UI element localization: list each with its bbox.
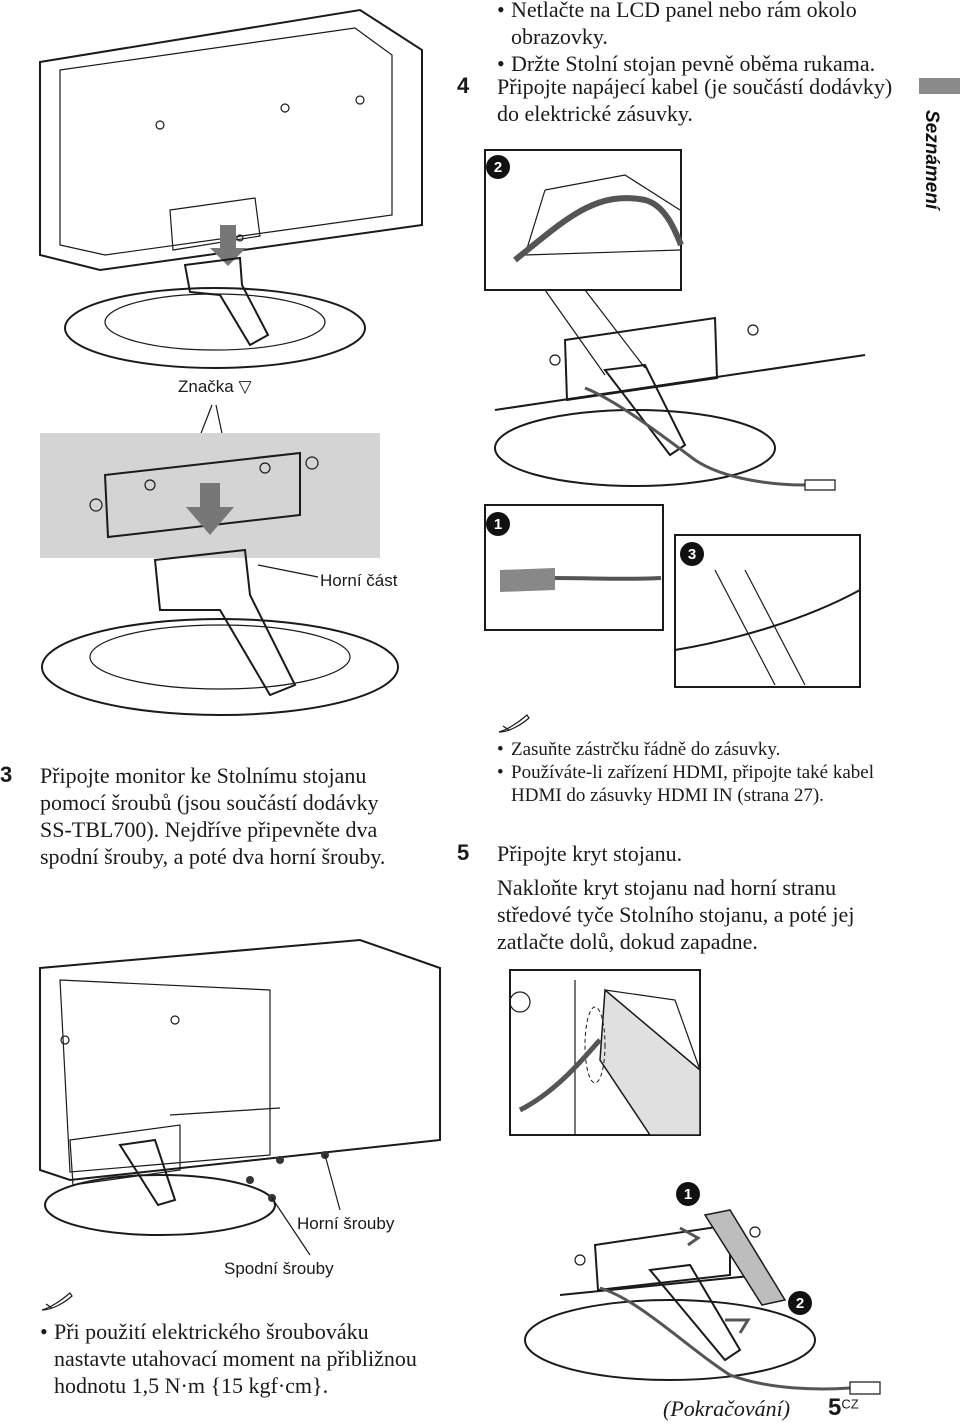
- section-tab-marker: [919, 78, 960, 94]
- page-number: 5CZ: [828, 1394, 859, 1422]
- page-number-suffix: CZ: [841, 1396, 859, 1412]
- top-bullet-2: Držte Stolní stojan pevně oběma rukama.: [497, 50, 907, 77]
- step3-number: 3: [0, 762, 13, 787]
- note-left-bullet: Při použití elektrického šroubováku nast…: [40, 1318, 430, 1399]
- section-side-label: Seznámení: [921, 110, 942, 210]
- cover-badge-2: 2: [788, 1291, 812, 1315]
- figure-cable-routing: [484, 149, 866, 688]
- continued-label: (Pokračování): [663, 1396, 791, 1421]
- cover-badge-1: 1: [676, 1182, 700, 1206]
- page-number-value: 5: [828, 1394, 842, 1421]
- step5-number: 5: [457, 840, 470, 865]
- step5-text: Nakloňte kryt stojanu nad horní stranu s…: [497, 875, 855, 954]
- note-pencil-icon: [41, 1292, 73, 1311]
- figure-tv-back-stand: [39, 8, 423, 369]
- cable-badge-2: 2: [486, 155, 510, 179]
- figure-mark-alignment: [40, 404, 399, 716]
- step4-text: Připojte napájecí kabel (je součástí dod…: [497, 74, 893, 126]
- top-bullets: Netlačte na LCD panel nebo rám okolo obr…: [497, 0, 907, 77]
- figure-screws: [39, 938, 441, 1256]
- step4-number: 4: [457, 73, 470, 98]
- upper-screws-label: Horní šrouby: [297, 1214, 395, 1233]
- top-bullet-1: Netlačte na LCD panel nebo rám okolo obr…: [497, 0, 907, 50]
- top-part-label: Horní část: [320, 571, 398, 590]
- lower-screws-label: Spodní šrouby: [224, 1259, 334, 1278]
- cable-badge-3: 3: [680, 542, 704, 566]
- mark-label: Značka ▽: [178, 377, 252, 396]
- note-pencil-icon: [498, 714, 530, 733]
- step3-text: Připojte monitor ke Stolnímu stojanu pom…: [40, 763, 386, 869]
- note-right-bullet-1: Zasuňte zástrčku řádně do zásuvky.: [497, 738, 877, 761]
- note-left: Při použití elektrického šroubováku nast…: [40, 1318, 430, 1399]
- step5-title: Připojte kryt stojanu.: [497, 841, 683, 866]
- note-right-bullet-2: Používáte-li zařízení HDMI, připojte tak…: [497, 761, 877, 807]
- note-right: Zasuňte zástrčku řádně do zásuvky. Použí…: [497, 738, 877, 807]
- figure-stand-cover: [509, 969, 881, 1395]
- cable-badge-1: 1: [486, 512, 510, 536]
